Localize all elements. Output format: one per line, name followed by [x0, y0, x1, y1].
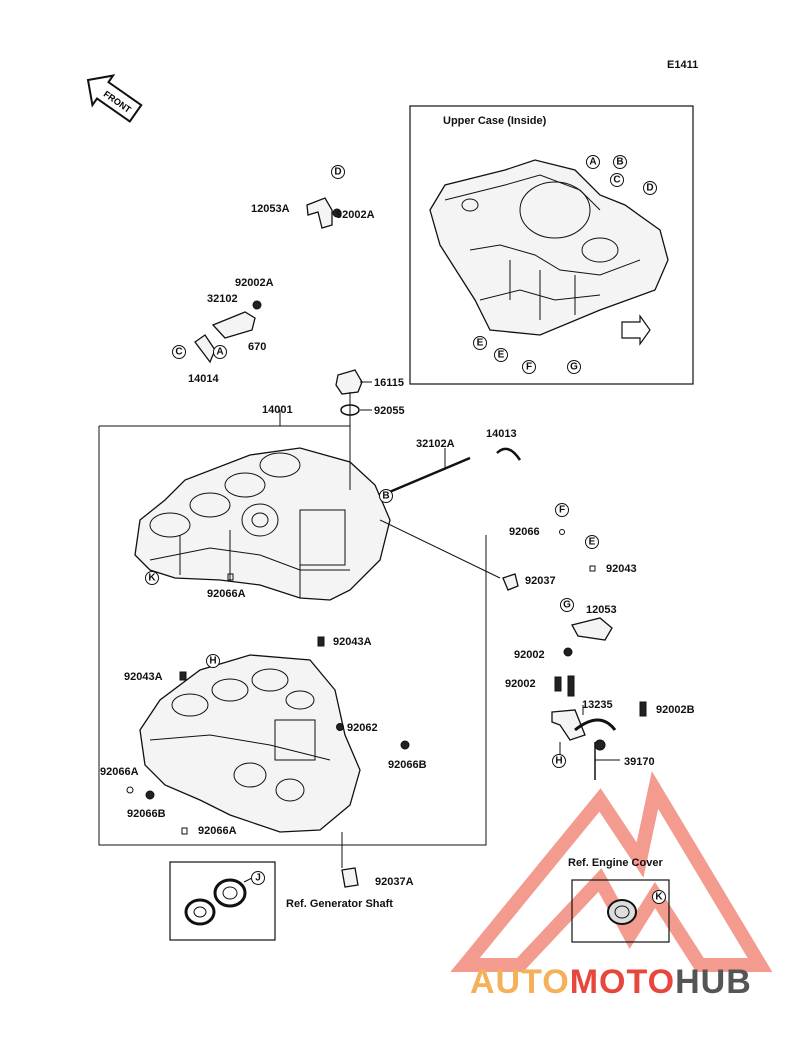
callout-marker: K [145, 571, 159, 585]
part-label: 92037A [375, 876, 414, 888]
part-label: 32102A [416, 438, 455, 450]
part-label: 14001 [262, 404, 293, 416]
part-label: 16115 [374, 377, 404, 389]
callout-marker: E [473, 336, 487, 350]
upper-case-title: Upper Case (Inside) [443, 115, 547, 127]
callout-marker: F [522, 360, 536, 374]
front-arrow-icon: FRONT [86, 74, 143, 123]
ref-engine-cover-label: Ref. Engine Cover [568, 857, 663, 869]
svg-text:F: F [526, 362, 532, 373]
callout-marker: C [172, 345, 186, 359]
part-label: 12053A [251, 203, 290, 215]
callout-marker: K [652, 890, 666, 904]
part-label: 14014 [188, 373, 219, 385]
part-number-labels: 12053A 92002A 92002A 32102 670 14014 161… [100, 203, 695, 888]
callout-marker: F [555, 503, 569, 517]
svg-text:A: A [589, 157, 596, 168]
svg-text:G: G [570, 362, 578, 373]
part-label: 92037 [525, 575, 556, 587]
svg-text:J: J [255, 873, 261, 884]
callout-marker: C [610, 173, 624, 187]
upper-case-inset-box [409, 105, 694, 385]
svg-text:H: H [209, 656, 216, 667]
part-label: 13235 [582, 699, 613, 711]
part-label: 92043A [333, 636, 372, 648]
svg-text:E: E [477, 338, 484, 349]
svg-text:A: A [216, 347, 223, 358]
lower-crankcase-drawing [139, 654, 361, 833]
upper-crankcase-drawing [134, 447, 391, 601]
svg-text:E: E [498, 350, 505, 361]
watermark-part-3: HUB [675, 963, 752, 1001]
part-label: 92002 [514, 649, 545, 661]
svg-text:D: D [334, 167, 341, 178]
svg-text:B: B [616, 157, 623, 168]
callout-marker: H [206, 654, 220, 668]
part-label: 92066A [100, 766, 139, 778]
leader-lines [341, 381, 620, 868]
svg-text:G: G [563, 600, 571, 611]
part-label: 92066B [388, 759, 427, 771]
part-label: 12053 [586, 604, 617, 616]
callout-markers: A B C D E E F G D C A B F E G H H J K K [145, 155, 666, 904]
part-label: 92002A [235, 277, 274, 289]
callout-marker: A [213, 345, 227, 359]
callout-marker: A [586, 155, 600, 169]
part-label: 92043A [124, 671, 163, 683]
svg-text:K: K [655, 892, 663, 903]
callout-marker: G [567, 360, 581, 374]
watermark-text: AUTOMOTOHUB [470, 963, 752, 1001]
part-label: 670 [248, 341, 266, 353]
callout-marker: D [643, 181, 657, 195]
callout-marker: B [613, 155, 627, 169]
part-label: 14013 [486, 428, 517, 440]
svg-text:B: B [382, 491, 389, 502]
svg-text:D: D [646, 183, 653, 194]
part-label: 92062 [347, 722, 378, 734]
part-label: 92066A [198, 825, 237, 837]
main-assembly-bracket [98, 410, 487, 846]
part-label: 92002B [656, 704, 695, 716]
part-label: 92066 [509, 526, 540, 538]
watermark-logo [450, 771, 773, 972]
part-label: 92002 [505, 678, 536, 690]
svg-text:H: H [555, 756, 562, 767]
part-label: 92055 [374, 405, 405, 417]
svg-text:F: F [559, 505, 565, 516]
watermark-part-2: MOTO [570, 963, 675, 1001]
svg-text:K: K [148, 573, 156, 584]
callout-marker: E [494, 348, 508, 362]
callout-marker: B [379, 489, 393, 503]
part-label: 92002A [336, 209, 375, 221]
part-label: 92066B [127, 808, 166, 820]
callout-marker: J [251, 871, 265, 885]
part-label: 92066A [207, 588, 246, 600]
part-label: 92043 [606, 563, 637, 575]
svg-text:C: C [613, 175, 620, 186]
figure-code: E1411 [667, 59, 698, 71]
small-parts-drawing [126, 197, 647, 888]
ref-generator-label: Ref. Generator Shaft [286, 898, 393, 910]
watermark-part-1: AUTO [470, 963, 570, 1001]
callout-marker: D [331, 165, 345, 179]
svg-text:C: C [175, 347, 182, 358]
callout-marker: H [552, 754, 566, 768]
callout-marker: E [585, 535, 599, 549]
callout-marker: G [560, 598, 574, 612]
svg-text:AUTOMOTOHUB: AUTOMOTOHUB [470, 963, 752, 1001]
generator-shaft-inset [169, 861, 276, 941]
part-label: 39170 [624, 756, 655, 768]
engine-cover-inset [571, 879, 670, 943]
svg-text:E: E [589, 537, 596, 548]
part-label: 32102 [207, 293, 238, 305]
upper-case-inside-drawing [429, 159, 669, 346]
